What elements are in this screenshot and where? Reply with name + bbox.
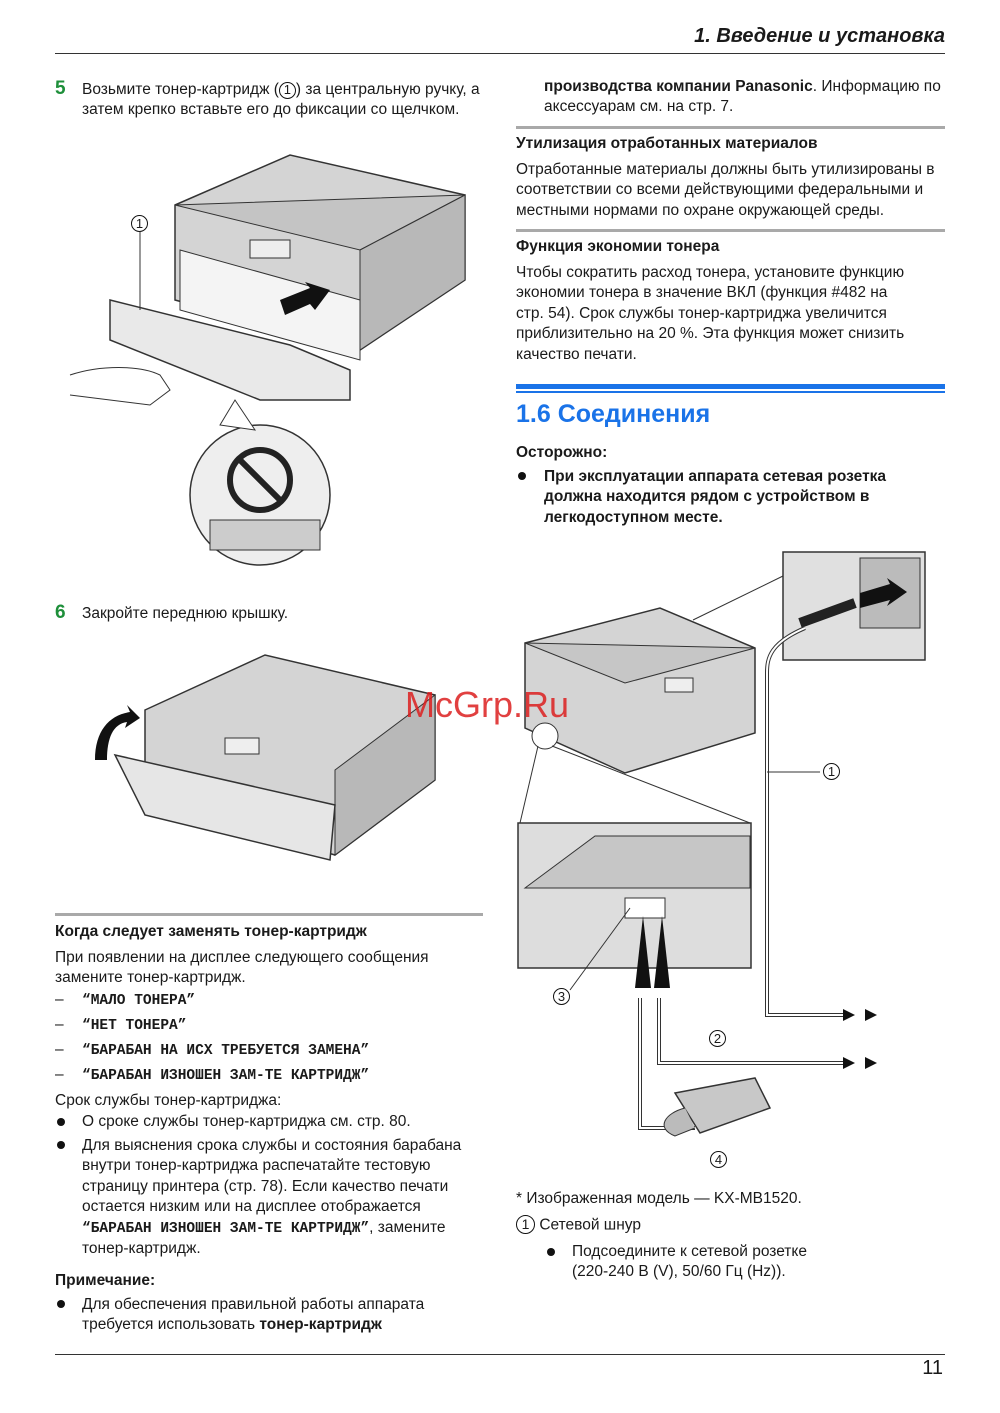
header-rule (55, 53, 945, 54)
bullet (57, 1141, 65, 1149)
section-heading: Когда следует заменять тонер-картридж (55, 923, 367, 940)
divider (516, 126, 945, 129)
chapter-title: 1. Введение и установка (694, 25, 945, 47)
replace-intro: При появлении на дисплее следующего сооб… (55, 949, 429, 987)
diagram-callout-3: 3 (553, 988, 570, 1006)
toner-insert-illustration (69, 154, 466, 566)
close-cover-illustration (95, 654, 436, 861)
page-number: 11 (922, 1357, 943, 1379)
power-cord-text: Подсоедините к сетевой розетке (220-240 … (572, 1243, 807, 1281)
footer-rule (55, 1354, 945, 1355)
section-title: 1.6 Соединения (516, 400, 711, 428)
list-item: –“БАРАБАН НА ИСХ ТРЕБУЕТСЯ ЗАМЕНА” (55, 1041, 370, 1059)
note-text: Для обеспечения правильной работы аппара… (82, 1296, 425, 1334)
continued-text: производства компании Panasonic. Информа… (544, 78, 941, 116)
diagram-callout-1: 1 (823, 763, 840, 781)
list-item: –“НЕТ ТОНЕРА” (55, 1016, 187, 1034)
diagram-callout-4: 4 (710, 1151, 727, 1169)
bullet (518, 472, 526, 480)
watermark: McGrp.Ru (405, 684, 570, 725)
message-list: –“МАЛО ТОНЕРА” –“НЕТ ТОНЕРА” –“БАРАБАН Н… (55, 990, 369, 1090)
step-5-text: Возьмите тонер-картридж (1) за центральн… (82, 81, 480, 119)
connection-diagram (517, 551, 926, 1137)
section-rule-thin (516, 391, 945, 393)
bullet (57, 1300, 65, 1308)
divider (55, 913, 483, 916)
section-heading: Функция экономии тонера (516, 238, 720, 255)
power-cord-label: 1 Сетевой шнур (516, 1215, 641, 1236)
note-heading: Примечание: (55, 1272, 156, 1289)
toner-save-text: Чтобы сократить расход тонера, установит… (516, 264, 905, 363)
section-heading: Утилизация отработанных материалов (516, 135, 818, 152)
callout-1: 1 (278, 81, 296, 99)
disposal-text: Отработанные материалы должны быть утили… (516, 161, 935, 219)
caution-text: При эксплуатации аппарата сетевая розетк… (544, 468, 887, 526)
fig1-callout: 1 (131, 215, 148, 233)
bullet (547, 1248, 555, 1256)
step-6-text: Закройте переднюю крышку. (82, 605, 289, 622)
diagram-callout-2: 2 (709, 1030, 726, 1048)
list-item: –“БАРАБАН ИЗНОШЕН ЗАМ-ТЕ КАРТРИДЖ” (55, 1066, 370, 1084)
step-number: 6 (55, 602, 66, 623)
bullet (57, 1118, 65, 1126)
step-number: 5 (55, 78, 66, 99)
divider (516, 229, 945, 232)
life-label: Срок службы тонер-картриджа: (55, 1092, 282, 1109)
section-rule (516, 384, 945, 389)
caution-heading: Осторожно: (516, 444, 608, 461)
model-note: * Изображенная модель — KX-MB1520. (516, 1190, 802, 1207)
bullet-text: Для выяснения срока службы и состояния б… (82, 1137, 462, 1258)
list-item: –“МАЛО ТОНЕРА” (55, 991, 196, 1009)
bullet-text: О сроке службы тонер-картриджа см. стр. … (82, 1113, 411, 1130)
